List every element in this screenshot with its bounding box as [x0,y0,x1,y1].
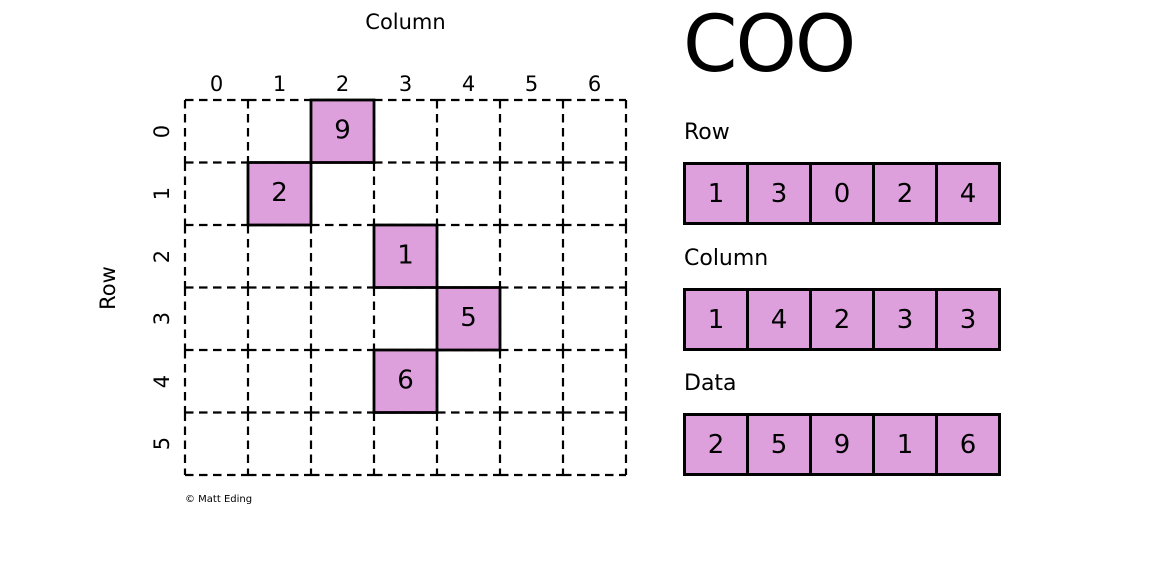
matrix-cell-value: 6 [397,365,414,395]
figure-title: COO [683,0,856,90]
matrix-cell-r1-c1: 2 [246,161,313,227]
col-header-1: 1 [272,72,287,96]
column-array-cell-1: 4 [746,291,809,348]
column-array-cell-0: 1 [686,291,746,348]
matrix-cell-r4-c3: 6 [372,348,439,414]
data-array-cell-0: 2 [686,416,746,473]
row-array-cell-1: 3 [746,165,809,222]
col-header-3: 3 [398,72,413,96]
row-header-3: 3 [150,312,175,326]
data-array-cell-3: 1 [872,416,935,473]
data-array-cell-4: 6 [935,416,998,473]
row-array-label: Row [684,120,730,145]
data-array-label: Data [684,371,737,396]
column-array-cell-3: 3 [872,291,935,348]
row-header-2: 2 [150,249,175,263]
row-header-1: 1 [150,187,175,201]
matrix-cell-value: 1 [397,240,414,270]
row-array-cell-2: 0 [809,165,872,222]
row-axis-title: Row [88,100,128,475]
row-axis-title-text: Row [96,265,121,310]
column-array-cell-2: 2 [809,291,872,348]
data-array-cell-1: 5 [746,416,809,473]
matrix-cell-value: 5 [460,303,477,333]
col-header-6: 6 [587,72,602,96]
row-header-0: 0 [150,124,175,138]
col-header-4: 4 [461,72,476,96]
row-array-cell-0: 1 [686,165,746,222]
column-axis-title: Column [365,10,446,34]
matrix-cell-value: 2 [271,178,288,208]
data-array-cell-2: 9 [809,416,872,473]
col-header-0: 0 [209,72,224,96]
matrix-cell-value: 9 [334,115,351,145]
column-array-label: Column [684,246,769,271]
row-array-cell-4: 4 [935,165,998,222]
matrix-cell-r3-c4: 5 [435,286,502,352]
column-array-cell-4: 3 [935,291,998,348]
row-array-cell-3: 2 [872,165,935,222]
matrix-grid: 9 2 1 5 6 [183,98,628,477]
row-headers: 0 1 2 3 4 5 [146,100,180,475]
copyright-text: © Matt Eding [185,494,253,505]
row-header-5: 5 [150,437,175,451]
col-header-5: 5 [524,72,539,96]
matrix-cell-r2-c3: 1 [372,223,439,289]
matrix-cell-r0-c2: 9 [309,98,376,164]
row-header-4: 4 [150,374,175,388]
col-header-2: 2 [335,72,350,96]
column-headers: 0 1 2 3 4 5 6 [185,68,626,95]
